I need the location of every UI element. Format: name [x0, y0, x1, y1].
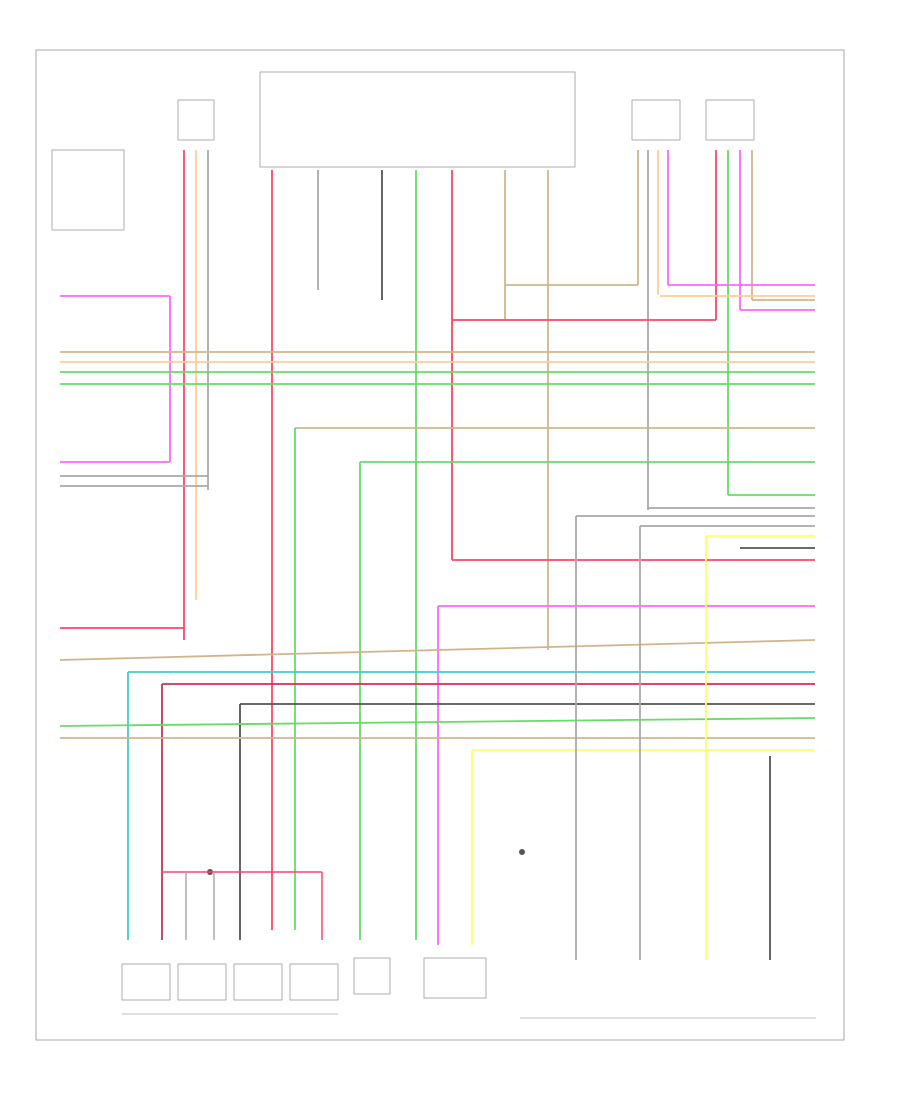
fuel-injector-2: [177, 963, 227, 1001]
fuel-injector-3: [233, 963, 283, 1001]
fuel-injector-1: [121, 963, 171, 1001]
component-box-top-3: [631, 99, 681, 141]
junction-markers: [162, 849, 525, 940]
camshaft-sensor-box: [353, 957, 391, 995]
component-box-top-4: [705, 99, 755, 141]
vertical-wires: [183, 150, 753, 940]
component-box-top-2: [259, 71, 576, 168]
component-box-left: [51, 149, 125, 231]
bottom-components: [121, 957, 816, 1019]
fuel-injector-4: [289, 963, 339, 1001]
component-box-top-1: [177, 99, 215, 141]
diagram-frame: [35, 49, 845, 1041]
horizontal-wires: [59, 284, 816, 960]
ignition-coil-module-box: [423, 957, 487, 999]
